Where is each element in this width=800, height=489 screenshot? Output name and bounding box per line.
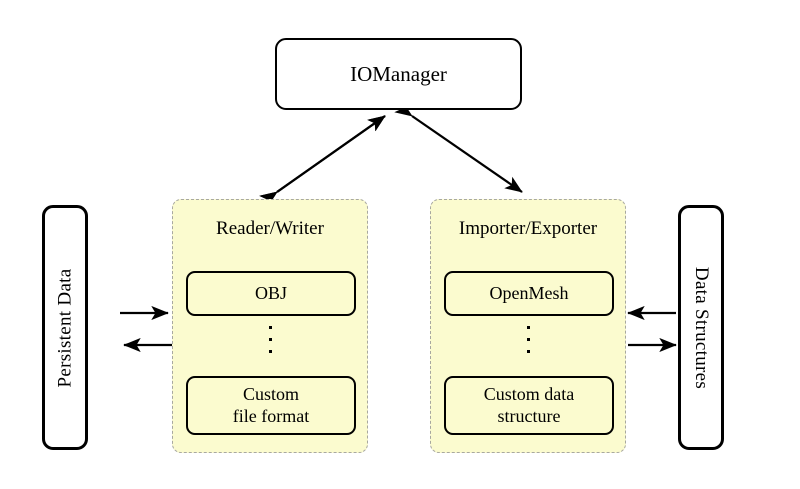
node-persistent-data-label: Persistent Data [54, 267, 76, 388]
node-iomanager[interactable]: IOManager [275, 38, 522, 110]
arrow-iomanager-readerwriter [259, 115, 386, 208]
leaf-obj[interactable]: OBJ [186, 271, 356, 316]
node-persistent-data[interactable]: Persistent Data [42, 205, 88, 450]
arrow-iomanager-importerexporter [394, 100, 523, 193]
leaf-obj-label: OBJ [254, 282, 287, 303]
leaf-custom-data-structure-line1: Custom data [483, 383, 575, 404]
group-importer-exporter[interactable]: Importer/Exporter OpenMesh Custom data s… [430, 199, 626, 453]
leaf-custom-data-structure[interactable]: Custom data structure [444, 376, 614, 435]
arrow-readerwriter-iomanager [259, 115, 386, 208]
node-iomanager-label: IOManager [350, 61, 447, 86]
node-data-structures-label: Data Structures [691, 266, 712, 389]
leaf-openmesh-label: OpenMesh [489, 282, 569, 303]
ellipsis-importer-exporter [431, 326, 625, 353]
node-data-structures[interactable]: Data Structures [678, 205, 724, 450]
leaf-openmesh[interactable]: OpenMesh [444, 271, 614, 316]
group-reader-writer-title: Reader/Writer [216, 218, 324, 239]
leaf-custom-file-format-line2: file format [232, 405, 310, 426]
ellipsis-reader-writer [173, 326, 367, 353]
leaf-custom-file-format-line1: Custom [242, 383, 299, 404]
group-reader-writer[interactable]: Reader/Writer OBJ Custom file format [172, 199, 368, 453]
group-importer-exporter-title: Importer/Exporter [458, 218, 598, 239]
leaf-custom-file-format[interactable]: Custom file format [186, 376, 356, 435]
leaf-custom-data-structure-line2: structure [497, 405, 561, 426]
